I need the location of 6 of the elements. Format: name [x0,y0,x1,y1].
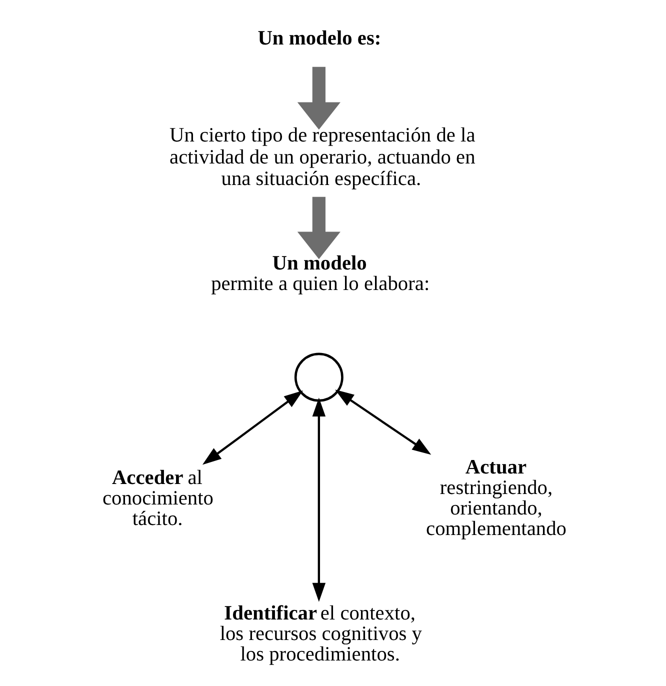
node-text: Acceder al conocimiento tácito. [102,466,213,530]
node-text: Un modelo permite a quien lo elabora: [210,252,430,296]
node-text: Un modelo es: [257,28,381,50]
node-text: Identificar el contexto, los recursos cognitivos y los procedimientos. [219,602,422,666]
node-text: Un cierto tipo de representación de la actividad de un operario, actuando en una situación específica. [169,124,475,190]
node-text: Actuar restringiendo, orientando, complementando [426,456,566,540]
